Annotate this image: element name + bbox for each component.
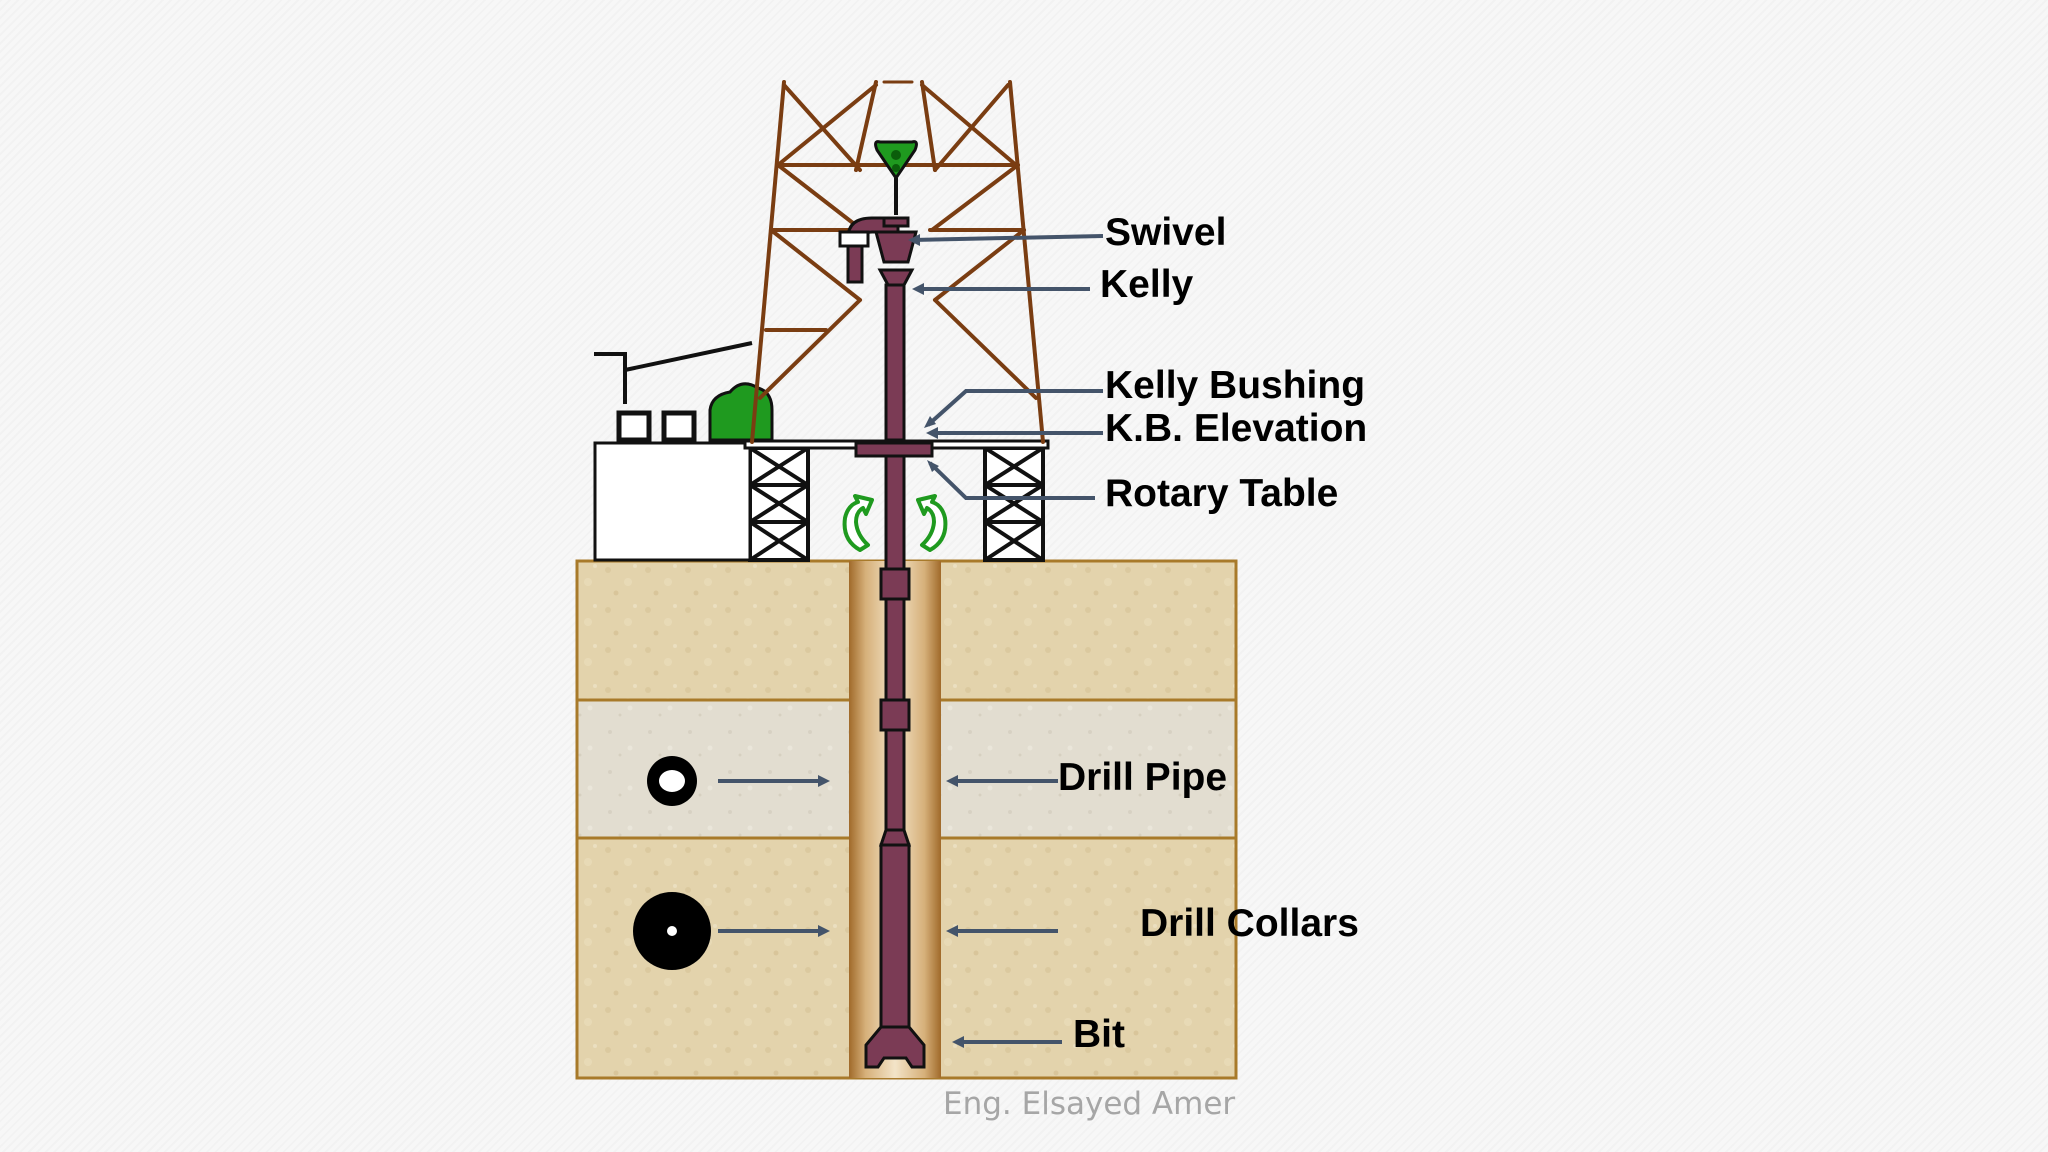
leader-lines (718, 234, 1104, 1048)
label-bit: Bit (1073, 1013, 1125, 1056)
substructure (748, 446, 1045, 562)
label-kelly-bushing: Kelly Bushing (1105, 364, 1365, 407)
kelly-bushing (854, 441, 934, 458)
label-drill-collars: Drill Collars (1140, 902, 1359, 945)
kelly (884, 283, 906, 442)
label-rotary-table: Rotary Table (1105, 472, 1338, 515)
author-credit: Eng. Elsayed Amer (943, 1086, 1235, 1122)
label-drill-pipe: Drill Pipe (1058, 756, 1227, 799)
rotation-arrows-icon (842, 494, 948, 552)
drill-string (854, 283, 934, 1069)
label-kelly: Kelly (1100, 263, 1194, 306)
rotary-table-leader (928, 461, 1095, 500)
label-swivel: Swivel (1105, 211, 1226, 254)
swivel-leader (911, 234, 1104, 242)
kelly-bushing-leader (926, 389, 1103, 427)
swivel (874, 216, 918, 287)
labels: Swivel Kelly Kelly Bushing K.B. Elevatio… (1058, 211, 1367, 1056)
ring-icon (647, 756, 697, 806)
derrick (750, 80, 1045, 444)
hook-block-icon (874, 140, 918, 215)
equipment-house (593, 341, 774, 562)
thick-ring-icon (633, 892, 711, 970)
label-kb-elevation: K.B. Elevation (1105, 407, 1367, 450)
